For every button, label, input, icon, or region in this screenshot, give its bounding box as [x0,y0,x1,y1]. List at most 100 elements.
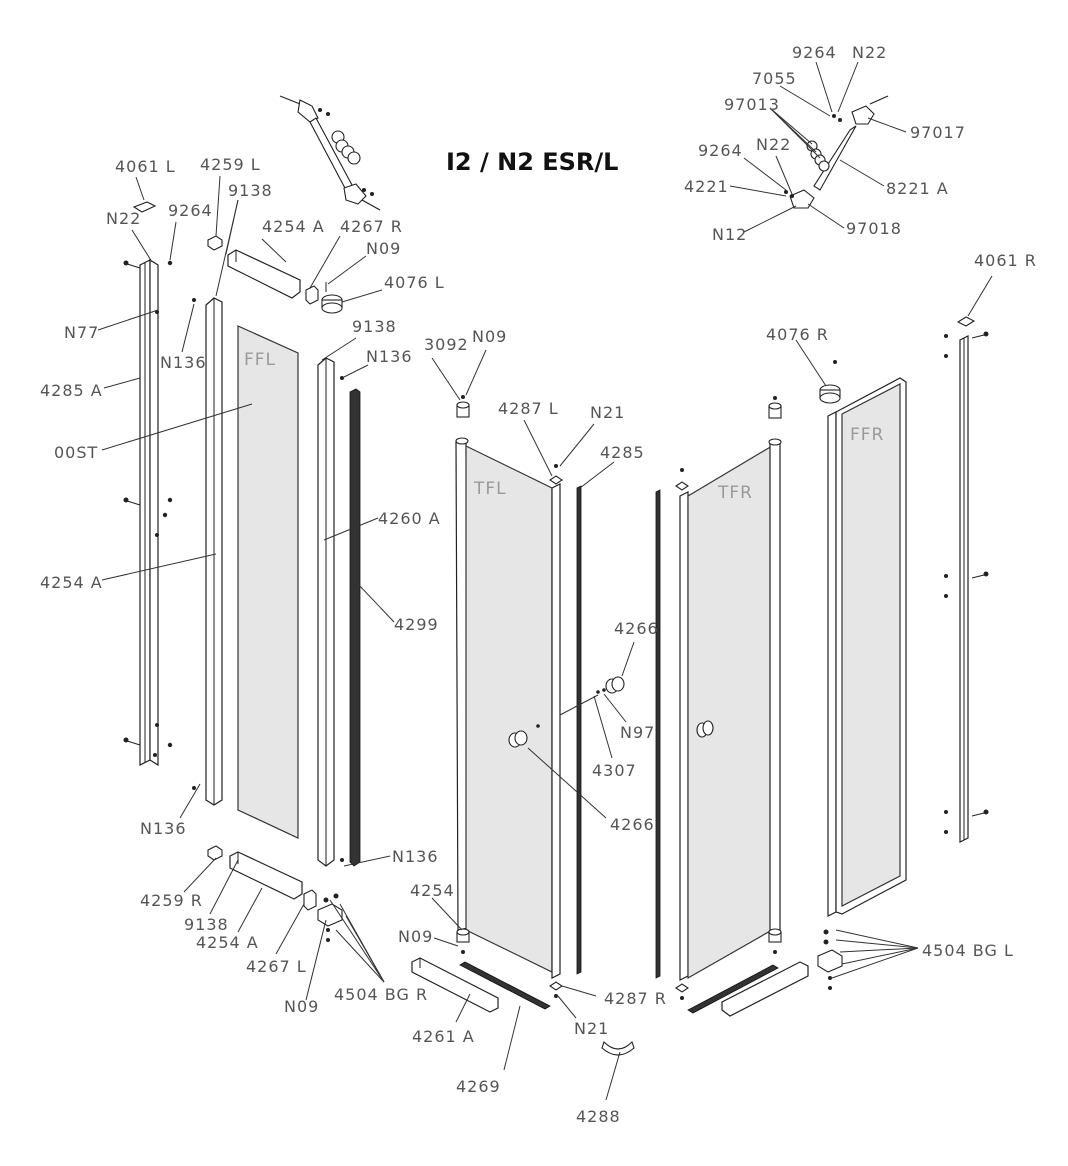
label-n136-a: N136 [160,353,207,372]
label-4254a-top: 4254 A [262,217,325,236]
wall-profile-4285a [139,258,159,767]
label-7055: 7055 [752,69,797,88]
label-n136-c: N136 [140,819,187,838]
label-4260a: 4260 A [378,509,441,528]
label-n97: N97 [620,723,655,742]
label-4259r: 4259 R [140,891,203,910]
label-9138-top: 9138 [228,181,273,200]
glass-panel-ffl [237,325,299,839]
label-4221: 4221 [684,177,729,196]
label-9138-mid: 9138 [352,317,397,336]
magnet-seal-4285 [576,485,582,975]
label-3092: 3092 [424,335,469,354]
label-4076r: 4076 R [766,325,829,344]
label-4504bgr: 4504 BG R [334,985,428,1004]
clip-4288 [601,1040,635,1056]
wall-screws-left [123,260,173,757]
panel-label-ffl: FFL [244,350,276,370]
label-00st: 00ST [54,443,98,462]
profile-4254a-left [205,297,223,806]
connector-4267r [305,285,319,305]
panel-label-ffr: FFR [850,425,884,445]
wall-profile-right [959,335,969,843]
door-profile-right-hinge [768,438,782,933]
label-4259l: 4259 L [200,155,261,174]
part-labels: 4061 L 4259 L 9138 N22 9264 4254 A 4267 … [40,43,1037,1126]
label-n22-mid-right: N22 [756,135,791,154]
label-4266-top: 4266 [614,619,659,638]
top-pivot-right [768,396,782,419]
glass-panel-tfr [687,444,773,980]
label-4061r: 4061 R [974,251,1037,270]
wall-screws-right [944,331,989,834]
bottom-rail-4254a [229,851,303,900]
label-n136-b: N136 [366,347,413,366]
label-n09-door-top: N09 [472,327,507,346]
label-n136-d: N136 [392,847,439,866]
label-4266-bottom: 4266 [610,815,655,834]
top-rail-4254a [227,249,301,299]
sweep-seal-4269 [459,961,551,1010]
label-8221a: 8221 A [886,179,949,198]
label-9138-bottom: 9138 [184,915,229,934]
label-97018: 97018 [846,219,902,238]
bracket-4259l [207,235,223,251]
stabilizer-bar-left [279,95,381,211]
label-9264-left: 9264 [168,201,213,220]
label-4254a-bottom: 4254 A [196,933,259,952]
profile-4260a [317,357,335,867]
label-4267r: 4267 R [340,217,403,236]
cap-4287l [549,475,563,485]
cap-4061r [956,316,976,327]
label-n22-top-right: N22 [852,43,887,62]
bottom-rail-4261a [411,957,499,1013]
label-4061l: 4061 L [115,157,176,176]
top-pivot-3092 [456,395,470,418]
diagram-title: I2 / N2 ESR/L [446,148,618,176]
handle-4266-inner [508,724,540,748]
label-4287r: 4287 R [604,989,667,1008]
label-9264-top-right: 9264 [792,43,837,62]
bracket-4259r [207,845,223,861]
label-4269: 4269 [456,1077,501,1096]
cap-right-bottom [675,983,689,993]
label-n09-bottom-left: N09 [284,997,319,1016]
cap-right-top [675,481,689,491]
label-4287l: 4287 L [498,399,559,418]
label-n21-bottom: N21 [574,1019,609,1038]
label-n21-top: N21 [590,403,625,422]
hinge-4076l [321,294,343,314]
cap-4287r [549,981,563,991]
label-n77: N77 [64,323,99,342]
label-97017: 97017 [910,123,966,142]
handle-right [696,720,714,738]
bottom-rail-right [721,961,809,1017]
label-n22-left: N22 [106,209,141,228]
bottom-pivot-3092 [456,928,470,954]
label-n09-top: N09 [366,239,401,258]
door-profile-left-lock [551,483,561,979]
stabilizer-bar-right [784,95,889,209]
label-4285a: 4285 A [40,381,103,400]
bottom-pivot-right [768,928,782,954]
label-n09-door-bottom: N09 [398,927,433,946]
label-4254: 4254 [410,881,455,900]
label-4285: 4285 [600,443,645,462]
bottom-hinge-4504bgl [817,929,843,990]
sweep-seal-right [687,964,779,1014]
panel-label-tfr: TFR [717,483,753,503]
connector-4267l [303,889,317,911]
door-profile-right-lock [679,491,689,981]
glass-panel-ffr [841,383,901,907]
leader-lines [97,61,993,1101]
label-4288: 4288 [576,1107,621,1126]
seal-4299 [349,388,361,867]
magnet-seal-right [655,489,661,979]
label-4254a-mid: 4254 A [40,573,103,592]
label-97013: 97013 [724,95,780,114]
label-4299: 4299 [394,615,439,634]
handle-4266-outer [596,676,625,694]
label-9264-mid-right: 9264 [698,141,743,160]
